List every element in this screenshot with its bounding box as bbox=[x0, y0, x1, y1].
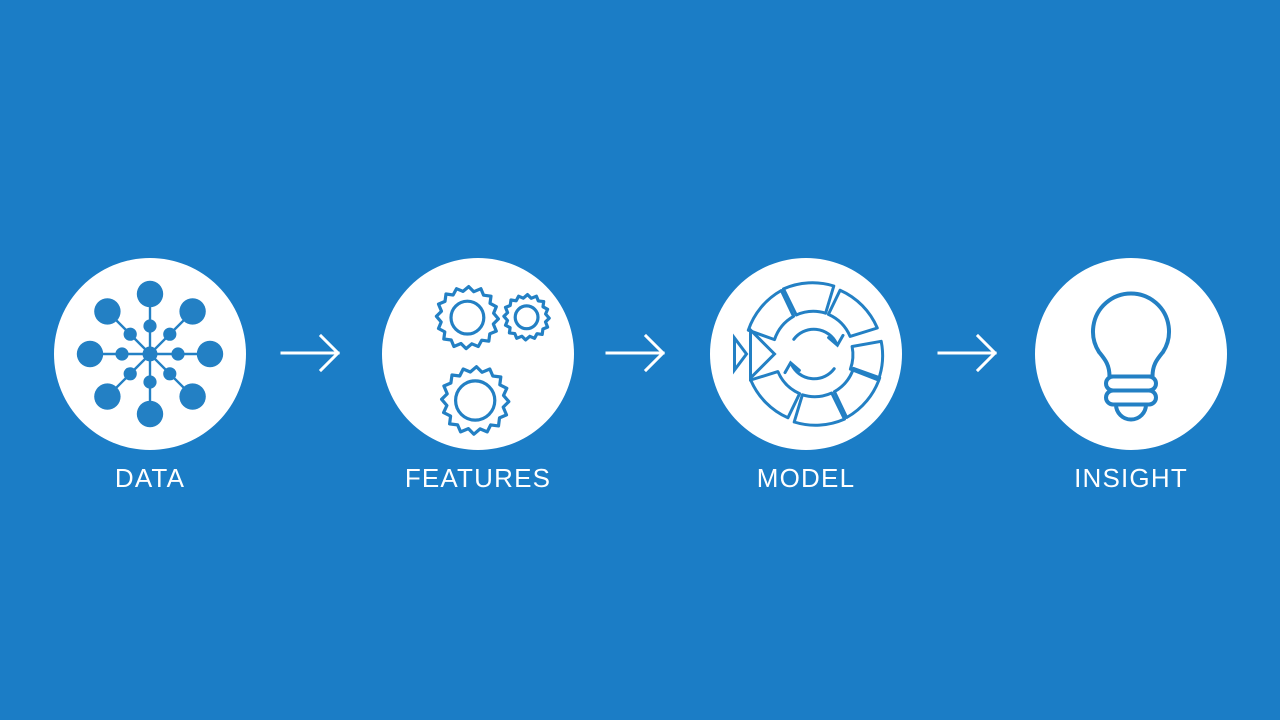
network-nodes-icon bbox=[76, 280, 224, 428]
step-disc-features bbox=[382, 258, 574, 450]
step-label-data: DATA bbox=[114, 463, 186, 493]
arrow-features-to-model bbox=[603, 325, 669, 381]
gears-icon bbox=[434, 285, 551, 436]
arrow-right-icon bbox=[605, 333, 666, 373]
step-label-insight: INSIGHT bbox=[1074, 463, 1188, 493]
arrow-right-icon bbox=[937, 333, 998, 373]
pipeline-step-insight[interactable]: INSIGHT bbox=[1035, 258, 1227, 498]
step-disc-model bbox=[710, 258, 902, 450]
step-disc-data bbox=[54, 258, 246, 450]
pipeline-step-data[interactable]: DATA bbox=[54, 258, 246, 498]
arrow-right-icon bbox=[280, 333, 341, 373]
model-wheel-icon bbox=[733, 281, 885, 427]
step-disc-insight bbox=[1035, 258, 1227, 450]
step-label-model: MODEL bbox=[756, 463, 856, 493]
pipeline-step-model[interactable]: MODEL bbox=[710, 258, 902, 498]
step-label-features: FEATURES bbox=[404, 463, 552, 493]
lightbulb-icon bbox=[1091, 291, 1171, 422]
pipeline-step-features[interactable]: FEATURES bbox=[382, 258, 574, 498]
arrow-model-to-insight bbox=[935, 325, 1001, 381]
arrow-data-to-features bbox=[278, 325, 344, 381]
